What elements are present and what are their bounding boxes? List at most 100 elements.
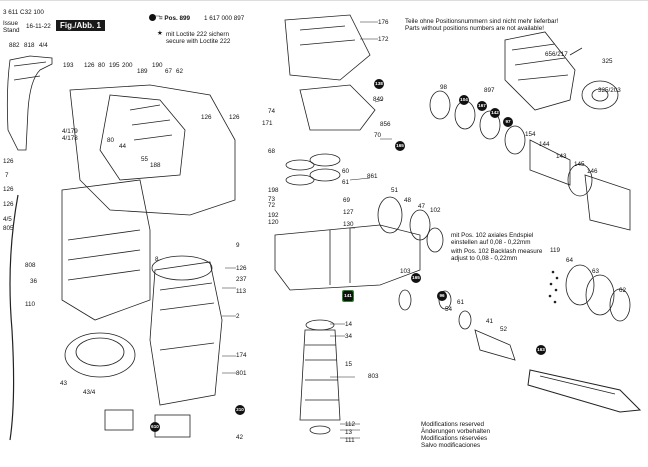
brush-holder-left (104, 409, 134, 431)
part-label: 171 (262, 120, 273, 127)
part-label: 803 (368, 373, 379, 380)
part-label: 14 (345, 321, 353, 328)
tool-bit (527, 369, 642, 413)
part-label: 51 (391, 187, 399, 194)
part-label: 4/4 (39, 42, 48, 49)
part-label: 47 (418, 203, 426, 210)
part-badge: 163 (536, 345, 546, 355)
issue-date: 16-11-22 (26, 23, 51, 30)
part-label: 13 (345, 429, 353, 436)
part-badge: 97 (503, 117, 513, 127)
part-label: 144 (539, 141, 550, 148)
part-label: 856 (380, 121, 391, 128)
tool-holder (504, 31, 576, 111)
part-label: 805 (3, 225, 14, 232)
note-bottom-line-2: Änderungen vorbehalten (421, 428, 490, 435)
part-badge: 96 (437, 291, 447, 301)
part-label: 52 (500, 326, 508, 333)
part-label: 62 (176, 68, 184, 75)
part-label: 143 (556, 153, 567, 160)
part-label: 15 (345, 361, 353, 368)
part-label: 98 (440, 84, 448, 91)
base-plate (64, 332, 136, 378)
pos-line: = Pos. 899 (159, 15, 190, 22)
part-badge: 142 (490, 108, 500, 118)
motor-cap (151, 255, 213, 281)
part-label: 4/5 (3, 216, 12, 223)
part-label: 145 (574, 161, 585, 168)
part-label: 126 (3, 201, 14, 208)
part-badge: 138 (374, 79, 384, 89)
part-badge: 167 (477, 101, 487, 111)
part-label: 154 (525, 131, 536, 138)
part-label: 200 (122, 62, 133, 69)
note-mid-line-3: with Pos. 102 Backlash measure (451, 248, 543, 255)
part-label: 61 (342, 179, 350, 186)
note-bottom-line-4: Salvo modificaciones (421, 442, 481, 449)
part-badge: 310 (235, 405, 245, 415)
part-label: 42 (236, 434, 244, 441)
part-label: 60 (342, 168, 350, 175)
part-label: 48 (404, 197, 412, 204)
part-badge: 610 (150, 422, 160, 432)
part-label: 64 (566, 257, 574, 264)
part-label: 113 (236, 288, 247, 295)
note-mid-line-1: mit Pos. 102 axiales Endspiel (451, 232, 534, 239)
note-mid-line-4: adjust to 0,08 - 0,22mm (451, 255, 518, 262)
part-label: 111 (345, 437, 355, 444)
brush-holder-right (154, 414, 191, 438)
doc-number: 3 611 C32 100 (3, 9, 44, 16)
part-label: 237 (236, 276, 247, 283)
note-mid-line-2: einstellen auf 0,08 - 0,22mm (451, 239, 531, 246)
part-label: 176 (378, 19, 389, 26)
part-label: 55 (141, 156, 149, 163)
part-label: 103 (400, 268, 411, 275)
part-label: 110 (25, 301, 36, 308)
part-label: 192 (268, 212, 279, 219)
part-label: 325/203 (598, 87, 621, 94)
part-label: 126 (3, 186, 14, 193)
part-label: 4/179 (62, 128, 78, 135)
part-label: 198 (268, 187, 279, 194)
part-label: 656/217 (545, 51, 568, 58)
part-label: 4/178 (62, 135, 78, 142)
part-label: 126 (201, 114, 212, 121)
part-label: 63 (592, 268, 600, 275)
part-label: 120 (268, 219, 279, 226)
part-label: 9 (236, 242, 240, 249)
part-label: 808 (25, 262, 36, 269)
issue-label: Issue (3, 20, 19, 27)
part-label: 73 (268, 196, 276, 203)
gear-housing (69, 84, 236, 216)
part-label: 44 (119, 143, 127, 150)
part-label: 190 (152, 62, 163, 69)
part-label: 127 (343, 209, 354, 216)
part-label: 193 (63, 62, 74, 69)
part-label: 70 (374, 132, 382, 139)
part-label: 801 (236, 370, 247, 377)
part-badge: 104 (459, 95, 469, 105)
note-bottom-line-1: Modifications reserved (421, 421, 484, 428)
part-label: 189 (137, 68, 148, 75)
part-label: 41 (486, 318, 494, 325)
part-label: 72 (268, 202, 276, 209)
part-badge: 141 (342, 290, 354, 302)
gearbox-cover (284, 14, 371, 81)
part-label: 897 (484, 87, 495, 94)
note-bottom-line-3: Modifications réservées (421, 435, 488, 442)
field-stator (149, 261, 223, 406)
part-label: 54 (445, 306, 453, 313)
figure-label: Fig./Abb. 1 (56, 20, 105, 31)
part-label: 68 (268, 148, 276, 155)
part-label: 126 (236, 265, 247, 272)
loctite-line-2: secure with Loctite 222 (166, 38, 231, 45)
pos-bullet-icon (149, 14, 156, 21)
note-top-line-1: Teile ohne Positionsnummern sind nicht m… (405, 18, 559, 25)
part-label: 126 (3, 158, 14, 165)
handle-shape (6, 55, 53, 151)
part-label: 36 (30, 278, 38, 285)
hammer-tube-housing (274, 224, 421, 291)
part-label: 69 (343, 197, 351, 204)
